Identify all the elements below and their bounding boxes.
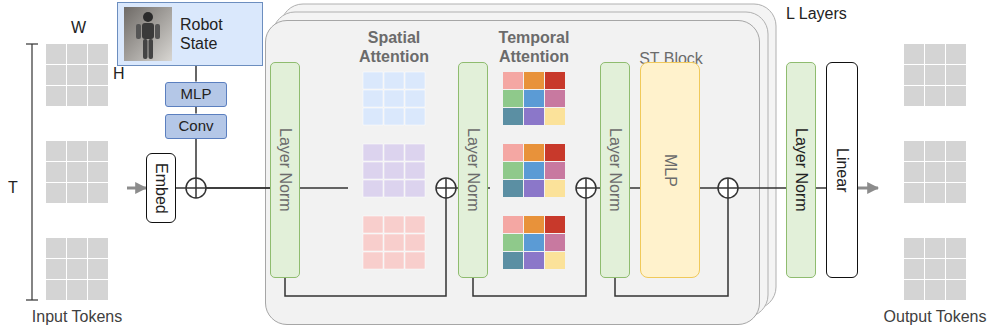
node-label: Layer Norm — [275, 128, 294, 212]
connector — [195, 66, 197, 82]
t-bracket — [26, 44, 38, 300]
norm-box: Layer Norm — [600, 62, 630, 278]
layer-count: L Layers — [786, 4, 847, 23]
node-label: Input Tokens — [32, 307, 122, 326]
node-label: Layer Norm — [605, 128, 624, 212]
connector — [858, 187, 878, 190]
sum-symbols — [186, 178, 738, 198]
token-grid: Output Tokens — [878, 40, 992, 326]
node-label: Output Tokens — [884, 307, 987, 326]
node-label: Conv — [178, 118, 213, 135]
axis-label: T — [8, 178, 18, 197]
connector — [700, 187, 786, 189]
node-label: Robot State — [180, 15, 262, 53]
process-box: Conv — [165, 114, 227, 139]
node-label: Layer Norm — [463, 128, 482, 212]
node-label: Layer Norm — [791, 128, 810, 212]
connector — [816, 187, 826, 189]
axis-label: W — [71, 18, 86, 37]
attention-grid: Spatial Attention — [348, 28, 440, 278]
linear-box: Linear — [826, 62, 858, 278]
norm-box: Layer Norm — [270, 62, 300, 278]
connector — [630, 187, 640, 189]
node-label: Linear — [832, 148, 851, 192]
node-label: MLP — [181, 86, 212, 103]
axis-label: H — [113, 64, 125, 83]
connector — [196, 139, 270, 189]
node-label: Temporal Attention — [490, 28, 578, 66]
mlp-box: MLP — [640, 62, 700, 278]
node-label: MLP — [660, 154, 679, 187]
attention-grid — [363, 72, 565, 269]
node-label: Embed — [151, 163, 170, 214]
embed-box: Embed — [146, 153, 176, 223]
block-container: ST BlockLayer NormSpatial AttentionLayer… — [265, 20, 760, 325]
residual-lines — [285, 188, 728, 296]
token-grid — [46, 44, 966, 300]
connector — [300, 187, 348, 189]
node-label: Spatial Attention — [348, 28, 440, 66]
norm-box: Layer Norm — [458, 62, 488, 278]
token-grid: Input Tokens — [27, 40, 127, 326]
process-box: MLP — [165, 82, 227, 107]
attention-grid: Temporal Attention — [490, 28, 578, 278]
input-box: Robot State — [117, 2, 263, 66]
connector — [127, 187, 146, 190]
connector — [195, 107, 197, 114]
connector — [488, 187, 490, 189]
norm-box: Layer Norm — [786, 62, 816, 278]
